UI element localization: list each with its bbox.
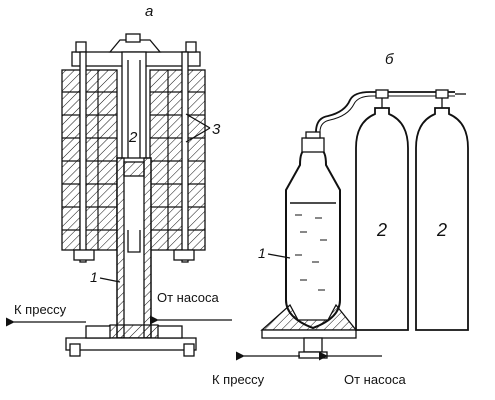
foot-right bbox=[157, 325, 183, 339]
outlet-valve bbox=[298, 351, 328, 359]
vessel-valve bbox=[305, 131, 321, 139]
top-nut-right bbox=[185, 41, 197, 53]
bolt-right bbox=[183, 343, 195, 357]
top-nut-left bbox=[75, 41, 87, 53]
panel-a-letter: а bbox=[145, 3, 153, 20]
plunger bbox=[121, 51, 147, 163]
bolt-left bbox=[69, 343, 81, 357]
tie-rod-left bbox=[79, 51, 87, 263]
bottom-clamp-right bbox=[173, 249, 195, 261]
manifold-valve-2 bbox=[435, 89, 449, 99]
plunger-end bbox=[127, 230, 141, 253]
panel-b-letter: б bbox=[385, 51, 394, 68]
label-a-3: 3 bbox=[212, 121, 221, 138]
gas-cylinder-2 bbox=[415, 107, 469, 331]
label-a-1: 1 bbox=[90, 269, 98, 285]
base-plate bbox=[65, 337, 197, 351]
weight-stack-left bbox=[61, 69, 118, 251]
weight-stack-right bbox=[149, 69, 206, 251]
tie-rod-right bbox=[181, 51, 189, 263]
gas-pipe-inner bbox=[319, 95, 455, 133]
bottom-clamp-left bbox=[73, 249, 95, 261]
top-nut-center bbox=[125, 33, 141, 43]
outlet-fitting bbox=[303, 337, 323, 353]
stand-base bbox=[261, 329, 357, 339]
leader-a-1 bbox=[99, 277, 121, 283]
label-b-1: 1 bbox=[258, 245, 266, 261]
accumulator-vessel bbox=[285, 149, 341, 330]
label-a-to-press: К прессу bbox=[14, 302, 67, 317]
cylinder-wall-right bbox=[143, 157, 152, 339]
label-b-2-first: 2 bbox=[376, 220, 387, 240]
leader-b-1 bbox=[267, 253, 291, 259]
label-b-2-second: 2 bbox=[436, 220, 447, 240]
gas-cylinder-1 bbox=[355, 107, 409, 331]
manifold-valve bbox=[375, 89, 389, 99]
gas-pipe bbox=[315, 91, 455, 133]
leader-a-3a bbox=[185, 113, 211, 129]
vessel-neck bbox=[301, 137, 325, 153]
cylinder-wall-left bbox=[116, 157, 125, 339]
foot-left bbox=[85, 325, 111, 339]
liquid-dashes bbox=[295, 214, 327, 291]
panel-a: а bbox=[5, 3, 232, 357]
label-b-from-pump: От насоса bbox=[344, 372, 406, 387]
label-a-2: 2 bbox=[128, 129, 138, 146]
leader-a-3b bbox=[185, 127, 211, 143]
label-a-from-pump: От насоса bbox=[157, 290, 219, 305]
gland bbox=[123, 161, 145, 177]
panel-b: б 1 2 2 bbox=[212, 51, 469, 387]
label-b-to-press: К прессу bbox=[212, 372, 265, 387]
